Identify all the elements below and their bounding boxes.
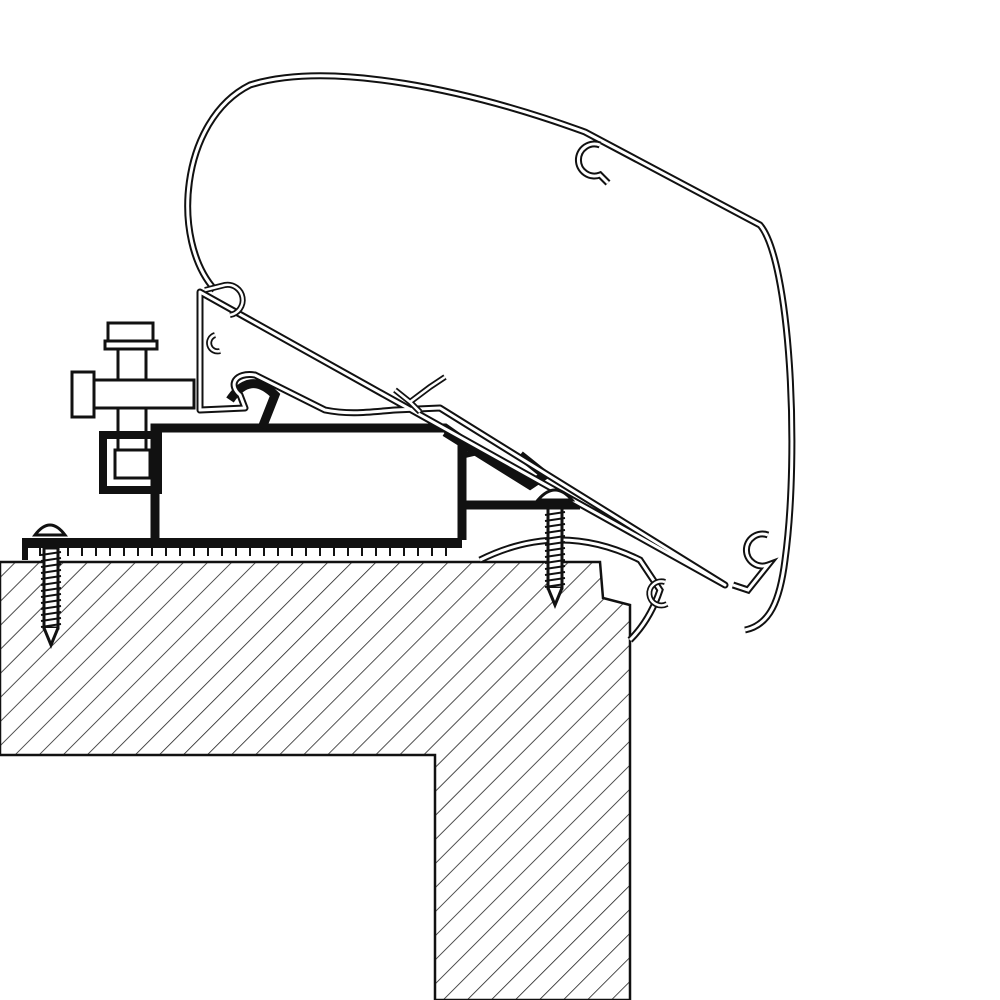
wall-section-hatched bbox=[0, 560, 632, 1000]
screw-thread bbox=[544, 529, 566, 534]
screw-thread bbox=[40, 551, 62, 556]
screw-thread bbox=[544, 565, 566, 570]
screw-thread bbox=[40, 593, 62, 598]
screw-thread bbox=[544, 571, 566, 576]
screw-thread bbox=[544, 577, 566, 582]
screw-thread bbox=[40, 557, 62, 562]
case-clips bbox=[204, 140, 779, 595]
screw-thread bbox=[544, 523, 566, 528]
screw-thread bbox=[544, 553, 566, 558]
base-plate bbox=[22, 538, 462, 560]
screw-icon bbox=[534, 488, 576, 609]
screw-thread bbox=[544, 547, 566, 552]
screw-thread bbox=[40, 581, 62, 586]
screw-thread bbox=[40, 617, 62, 622]
awning-case bbox=[184, 72, 796, 634]
screw-thread bbox=[544, 583, 566, 588]
screw-thread bbox=[544, 517, 566, 522]
screw-icon bbox=[31, 523, 69, 649]
screw-thread bbox=[40, 605, 62, 610]
screw-thread bbox=[544, 559, 566, 564]
screw-thread bbox=[40, 563, 62, 568]
screw-thread bbox=[40, 611, 62, 616]
screw-thread bbox=[544, 535, 566, 540]
screw-thread bbox=[40, 599, 62, 604]
screw-thread bbox=[40, 569, 62, 574]
bolt-icon bbox=[70, 321, 196, 494]
screw-thread bbox=[40, 575, 62, 580]
screw-thread bbox=[544, 541, 566, 546]
screw-thread bbox=[40, 623, 62, 628]
screw-thread bbox=[40, 587, 62, 592]
screw-thread bbox=[544, 511, 566, 516]
